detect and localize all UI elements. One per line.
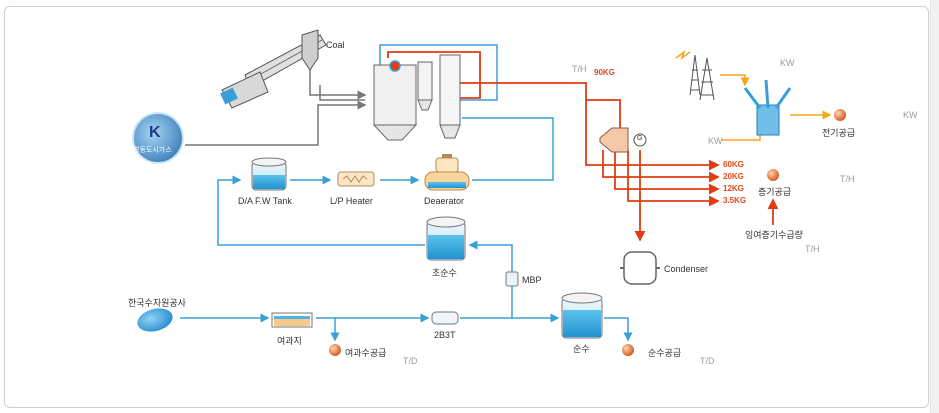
kw-top-label: KW — [780, 58, 795, 68]
filter-pond-label: 여과지 — [277, 336, 302, 346]
da-fw-tank — [251, 157, 287, 191]
deaerator-label: Deaerator — [424, 196, 465, 206]
boiler — [372, 54, 461, 141]
filter-pond — [271, 312, 313, 328]
da-fw-tank-label: D/A F.W Tank — [238, 196, 292, 206]
surplus-steam-label: 잉여증기수급량 — [745, 230, 803, 240]
b3t-label: 2B3T — [434, 330, 456, 340]
kg60-label: 60KG — [723, 160, 744, 169]
condenser — [620, 251, 660, 285]
filtered-supply-marker — [329, 344, 341, 356]
kg90-label: 90KG — [594, 68, 615, 77]
electric-supply-marker — [834, 109, 846, 121]
coal-conveyor — [220, 29, 327, 109]
ultra-pure-water-label: 초순수 — [432, 268, 457, 278]
kg12-label: 12KG — [723, 184, 744, 193]
coal-label: Coal — [326, 40, 345, 50]
water-corp-label: 한국수자원공사 — [128, 298, 186, 308]
gas-company-logo — [132, 112, 184, 164]
kw-right-label: KW — [903, 110, 918, 120]
scrollbar[interactable] — [930, 0, 939, 413]
gas-company-label: 경동도시가스 — [133, 147, 172, 154]
td-right-label: T/D — [700, 356, 715, 366]
kw-mid-label: KW — [708, 136, 723, 146]
b3t-unit — [431, 311, 459, 325]
water-corp-icon — [137, 308, 173, 332]
th-top-label: T/H — [572, 64, 587, 74]
kg35-label: 3.5KG — [723, 196, 747, 205]
steam-lines — [387, 51, 779, 242]
lp-heater — [337, 171, 375, 187]
gas-company-k-icon: K — [149, 124, 161, 141]
deaerator — [424, 154, 470, 191]
pure-water-tank — [561, 292, 603, 339]
th-mid-label: T/H — [840, 174, 855, 184]
mbp-label: MBP — [522, 275, 542, 285]
steam-supply-label: 증기공급 — [758, 187, 792, 197]
filtered-supply-label: 여과수공급 — [345, 348, 387, 358]
fuel-lines — [185, 70, 367, 146]
steam-supply-marker — [767, 169, 779, 181]
th-low-label: T/H — [805, 244, 820, 254]
ultra-pure-tank — [426, 216, 466, 261]
lp-heater-label: L/P Heater — [330, 196, 373, 206]
transmission-tower — [689, 54, 715, 101]
td-left-label: T/D — [403, 356, 418, 366]
pure-supply-marker — [622, 344, 634, 356]
pure-supply-label: 순수공급 — [648, 348, 682, 358]
condenser-label: Condenser — [664, 264, 709, 274]
generator-label: G — [637, 135, 643, 142]
lightning-icon — [675, 49, 691, 61]
water-lines — [180, 44, 633, 342]
turbine — [599, 127, 647, 153]
transformer — [743, 79, 792, 136]
pure-water-label: 순수 — [573, 344, 590, 354]
electric-supply-label: 전기공급 — [822, 128, 856, 138]
kg20-label: 20KG — [723, 172, 744, 181]
mbp-unit — [505, 271, 519, 287]
